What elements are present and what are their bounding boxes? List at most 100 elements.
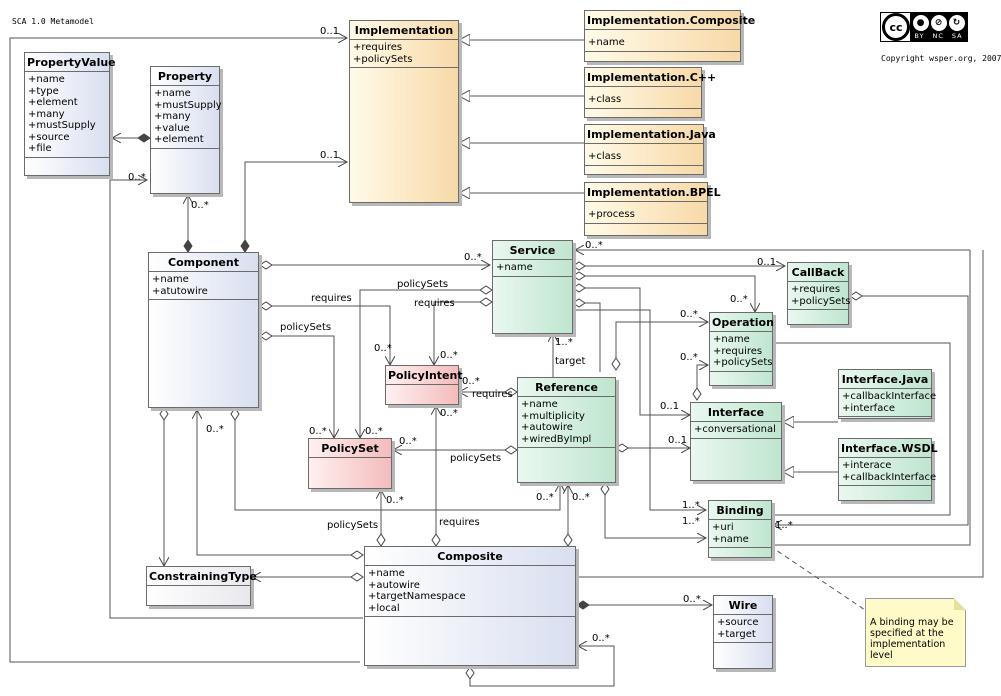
role-label: policySets (397, 279, 449, 290)
attribute: +value (154, 122, 190, 134)
attribute: +interace (842, 460, 892, 471)
cc-license-badge[interactable]: cc ● ⊘ ↻ BY NC SA (880, 12, 968, 42)
person-icon: ● (912, 15, 929, 31)
multiplicity-label: 0..1 (660, 401, 680, 412)
class-composite[interactable]: Composite +name +autowire +targetNamespa… (364, 546, 576, 666)
class-policyset[interactable]: PolicySet (308, 438, 392, 489)
class-attributes: +name +multiplicity +autowire +wiredByIm… (518, 397, 615, 448)
attribute: +element (154, 134, 204, 145)
class-implementation-cpp[interactable]: Implementation.C++ +class (584, 67, 716, 118)
class-name: PolicySet (309, 439, 391, 458)
role-label: requires (439, 517, 480, 528)
class-attributes: +name +mustSupply +many +value +element (151, 86, 222, 149)
class-attributes: +name +atutowire (149, 272, 258, 300)
attribute: +callbackInterface (842, 391, 937, 402)
attribute: +many (154, 111, 191, 122)
class-attributes: +process (585, 207, 707, 224)
attribute: +type (28, 85, 59, 97)
by-label: BY (914, 32, 925, 40)
binding-note: A binding may be specified at the implem… (865, 598, 966, 667)
class-attributes: +name +requires +policySets (710, 332, 772, 372)
class-implementation-bpel[interactable]: Implementation.BPEL +process (584, 182, 721, 236)
class-implementation[interactable]: Implementation +requires +policySets (349, 20, 459, 203)
class-reference[interactable]: Reference +name +multiplicity +autowire … (517, 377, 616, 483)
attribute: +requires (791, 284, 841, 295)
note-text: A binding may be specified at the implem… (870, 617, 954, 661)
class-constrainingtype[interactable]: ConstrainingType (146, 566, 257, 606)
attribute: +source (28, 131, 70, 143)
class-attributes: +conversational (691, 422, 781, 439)
class-callback[interactable]: CallBack +requires +policySets (787, 262, 851, 325)
class-implementation-composite[interactable]: Implementation.Composite +name (584, 10, 755, 62)
attribute: +name (28, 74, 65, 85)
multiplicity-label: 0..1 (757, 257, 777, 268)
attribute: +conversational (694, 424, 776, 435)
class-attributes: +class (585, 92, 701, 109)
multiplicity-label: 0..* (572, 492, 590, 503)
class-interface-java[interactable]: Interface.Java +callbackInterface +inter… (838, 369, 937, 419)
attribute: +name (496, 262, 533, 273)
attribute: +interface (842, 402, 895, 414)
multiplicity-label: 0..* (585, 240, 603, 251)
multiplicity-label: 0..* (680, 309, 698, 320)
class-binding[interactable]: Binding +uri +name (708, 500, 772, 558)
multiplicity-label: 0..* (309, 426, 327, 437)
class-wire[interactable]: Wire +source +target (713, 595, 773, 669)
share-alike-icon: ↻ (948, 15, 965, 31)
class-name: Interface.WSDL (839, 439, 938, 458)
class-attributes: +requires +policySets (350, 40, 458, 68)
multiplicity-label: 0..* (462, 376, 480, 387)
class-name: Component (149, 253, 258, 272)
role-label: target (555, 356, 586, 367)
attribute: +autowire (368, 579, 420, 591)
class-name: Property (151, 67, 219, 86)
attribute: +class (588, 94, 622, 105)
attribute: +policySets (791, 295, 851, 307)
role-label: policySets (450, 453, 502, 464)
class-property[interactable]: Property +name +mustSupply +many +value … (150, 66, 222, 194)
class-attributes: +name (585, 35, 740, 52)
class-name: Composite (365, 547, 575, 566)
class-operation[interactable]: Operation +name +requires +policySets (709, 312, 774, 386)
multiplicity-label: 0..* (680, 352, 698, 363)
multiplicity-label: 0..* (206, 424, 224, 435)
class-attributes: +requires +policySets (788, 282, 851, 310)
class-attributes: +name +autowire +targetNamespace +local (365, 566, 575, 617)
class-attributes: +callbackInterface +interface (839, 389, 937, 417)
class-propertyvalue[interactable]: PropertyValue +name +type +element +many… (24, 52, 116, 176)
class-name: CallBack (788, 263, 848, 282)
attribute: +class (588, 151, 622, 162)
class-name: Interface (691, 403, 781, 422)
class-name: Reference (518, 378, 615, 397)
class-name: ConstrainingType (147, 567, 257, 586)
multiplicity-label: 0..* (374, 343, 392, 354)
attribute: +mustSupply (154, 99, 222, 111)
attribute: +policySets (353, 53, 413, 65)
diagram-title: SCA 1.0 Metamodel (12, 17, 94, 26)
class-interface-wsdl[interactable]: Interface.WSDL +interace +callbackInterf… (838, 438, 938, 501)
multiplicity-label: 1..* (775, 520, 793, 531)
attribute: +callbackInterface (842, 471, 937, 483)
role-label: requires (472, 389, 513, 400)
cc-license-strip: ● ⊘ ↻ BY NC SA (910, 13, 967, 41)
cc-logo-icon: cc (882, 13, 910, 41)
multiplicity-label: 1..* (555, 337, 573, 348)
class-component[interactable]: Component +name +atutowire (148, 252, 259, 408)
nc-label: NC (932, 32, 944, 40)
copyright-text: Copyright wsper.org, 2007 (881, 54, 1001, 63)
multiplicity-label: 0..* (536, 492, 554, 503)
class-name: Implementation.C++ (585, 68, 716, 87)
class-service[interactable]: Service +name (492, 240, 573, 334)
class-interface[interactable]: Interface +conversational (690, 402, 782, 481)
attribute: +multiplicity (521, 410, 585, 422)
sa-label: SA (951, 32, 963, 40)
attribute: +name (154, 88, 191, 99)
class-policyintent[interactable]: PolicyIntent (385, 365, 463, 405)
class-name: Implementation.Java (585, 125, 716, 144)
class-implementation-java[interactable]: Implementation.Java +class (584, 124, 716, 175)
multiplicity-label: 0..* (191, 200, 209, 211)
attribute: +process (588, 209, 635, 220)
class-attributes: +class (585, 149, 703, 166)
class-name: Service (493, 241, 572, 260)
note-fold (954, 598, 966, 610)
